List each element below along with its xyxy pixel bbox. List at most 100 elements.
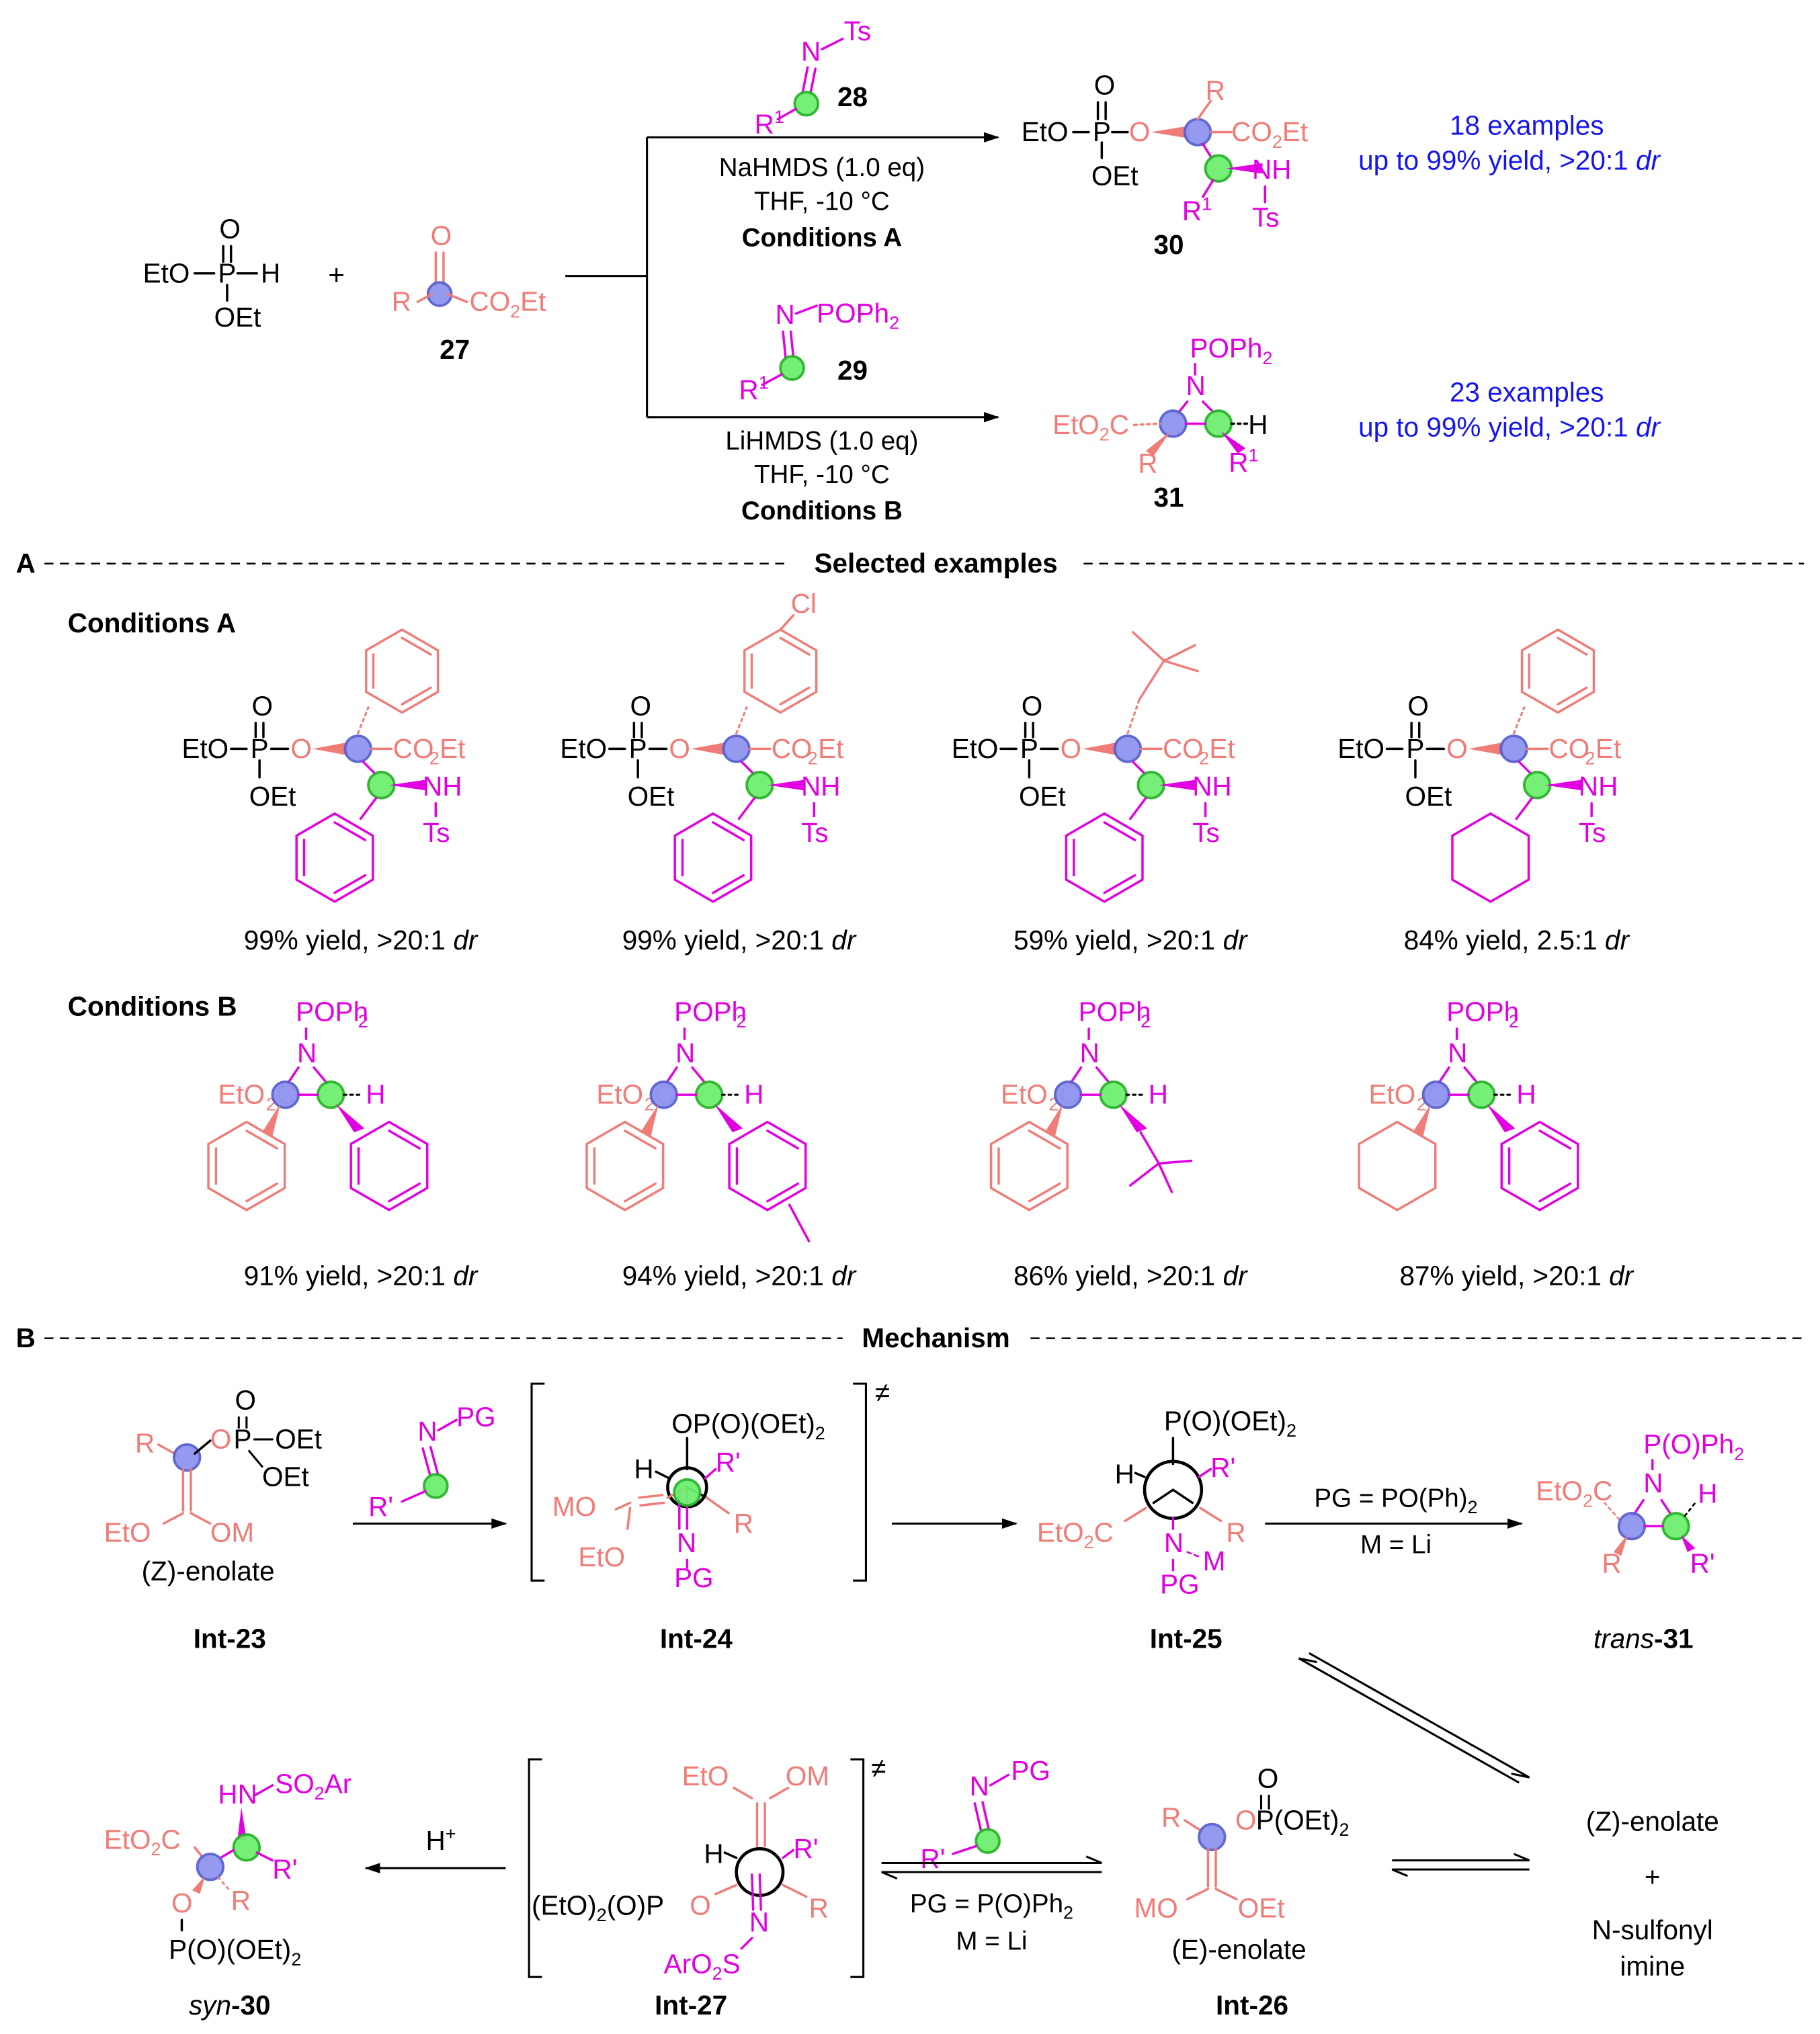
summary-30-line2: up to 99% yield, >20:1 (1358, 145, 1628, 176)
yields-a: 99% yield, >20:1 dr 99% yield, >20:1 dr … (244, 925, 1630, 956)
atom-label: POPh (674, 996, 747, 1027)
svg-text:R: R (1602, 1548, 1622, 1579)
atom-label: 2 (429, 749, 440, 769)
cyclohexane-ring (1451, 812, 1530, 903)
bond (1028, 1130, 1061, 1150)
atom-label: H (744, 1079, 763, 1110)
benzene-ring (1065, 812, 1144, 903)
svg-text:OEt: OEt (1238, 1892, 1285, 1923)
blue-carbon-marker (1499, 734, 1528, 763)
bond (286, 1066, 300, 1085)
equilibrium-right (1391, 1853, 1530, 1877)
benzene-ring (1500, 1120, 1579, 1212)
svg-text:R: R (1138, 448, 1157, 479)
atom-label: H (1516, 1079, 1536, 1110)
benzene-ring (743, 628, 818, 714)
atom-label: 2 (1509, 1011, 1519, 1031)
svg-text:H: H (1248, 409, 1268, 440)
svg-text:N: N (749, 1907, 769, 1938)
atom-label: P (629, 733, 647, 764)
benzene-ring (728, 1120, 807, 1212)
atom-label: EtO (1001, 1079, 1048, 1110)
atom-label: O (252, 690, 273, 721)
bond (1139, 1131, 1160, 1165)
atom-label: O (1061, 733, 1081, 764)
bond (1157, 1162, 1173, 1193)
svg-text:86% yield, >20:1 dr: 86% yield, >20:1 dr (1014, 1261, 1248, 1291)
cond-a-heading: Conditions A (68, 607, 236, 638)
svg-text:R: R (135, 1427, 155, 1458)
svg-text:84% yield, 2.5:1 dr: 84% yield, 2.5:1 dr (1404, 925, 1630, 956)
wedge-bond (767, 779, 804, 791)
benzene-ring (1520, 628, 1596, 714)
atom-label: POPh (296, 996, 368, 1027)
blue-carbon-marker (1113, 734, 1143, 763)
blue-carbon-marker (1054, 1080, 1083, 1109)
svg-text:(Z)-enolate: (Z)-enolate (142, 1556, 275, 1586)
svg-text:≠: ≠ (875, 1377, 890, 1408)
int-27: ≠ EtO OM H R' N (EtO)2(O)P O R ArO2S Int… (528, 1752, 886, 2021)
yield-a-2: 99% yield, >20:1 (622, 925, 824, 956)
cyclohexane-ring (1358, 1120, 1437, 1212)
section-a-header: A Selected examples (16, 548, 1805, 579)
svg-text:Int-23: Int-23 (194, 1623, 266, 1654)
svg-text:EtO2C: EtO2C (104, 1824, 181, 1859)
atom-label: P (251, 733, 269, 764)
atom-label: Et (440, 733, 465, 764)
wedge-bond (1159, 779, 1196, 791)
svg-text:R': R' (793, 1833, 818, 1864)
wedge-bond (1044, 1103, 1063, 1136)
atom-label: POPh (1446, 996, 1519, 1027)
wedge-bond (313, 742, 348, 756)
atom-label: NH (801, 771, 840, 802)
svg-text:Int-27: Int-27 (655, 1990, 727, 2021)
green-carbon-marker (1099, 1080, 1128, 1109)
svg-text:30: 30 (1153, 229, 1184, 260)
conditions-a-solvent: THF, -10 °C (754, 187, 890, 216)
bond (766, 1130, 800, 1150)
bond (1131, 760, 1147, 776)
bond (712, 821, 745, 841)
atom-label: EtO (181, 733, 229, 764)
svg-text:R1: R1 (1229, 445, 1258, 477)
svg-text:N: N (1164, 1527, 1184, 1558)
svg-text:PG = PO(Ph)2: PG = PO(Ph)2 (1314, 1484, 1477, 1517)
svg-text:OM: OM (786, 1761, 829, 1791)
wedge-bond (691, 742, 727, 756)
svg-text:OEt: OEt (262, 1461, 309, 1492)
wedge-bond (1413, 1103, 1432, 1136)
blue-carbon-marker (343, 734, 372, 763)
bond (1557, 686, 1588, 706)
wedge-bond (1082, 742, 1118, 756)
svg-text:Int-26: Int-26 (1216, 1990, 1288, 2021)
svg-text:CO2Et: CO2Et (1231, 116, 1308, 152)
wedge-bond (388, 779, 425, 791)
svg-text:R1: R1 (755, 107, 784, 139)
svg-text:29: 29 (837, 355, 868, 386)
atom-label: NH (1192, 771, 1231, 802)
example-b-2: POPh2NEtO2CH (585, 996, 811, 1242)
atom-label: OEt (1405, 781, 1452, 812)
svg-text:EtO2C: EtO2C (1536, 1476, 1612, 1511)
svg-text:EtO: EtO (578, 1541, 625, 1572)
svg-text:O: O (219, 214, 240, 245)
atom-label: P (1020, 733, 1038, 764)
svg-text:99% yield, >20:1 dr: 99% yield, >20:1 dr (622, 925, 857, 956)
svg-text:91% yield, >20:1 dr: 91% yield, >20:1 dr (244, 1261, 479, 1291)
bond (1515, 796, 1534, 820)
svg-text:R: R (1206, 75, 1225, 105)
bond (1437, 1066, 1450, 1085)
svg-text:M = Li: M = Li (956, 1927, 1027, 1956)
svg-text:R': R' (920, 1843, 945, 1874)
svg-text:P(OEt)2: P(OEt)2 (1256, 1804, 1350, 1840)
equilibrium-middle: PG = P(O)Ph2 M = Li (880, 1855, 1102, 1956)
atom-label: POPh (1079, 996, 1151, 1027)
svg-text:syn-30: syn-30 (189, 1990, 270, 2021)
green-carbon-marker (316, 1080, 345, 1109)
bond (788, 1203, 811, 1242)
wedge-bond (1544, 779, 1581, 791)
diethyl-phosphite: EtO P H O OEt (143, 214, 281, 333)
